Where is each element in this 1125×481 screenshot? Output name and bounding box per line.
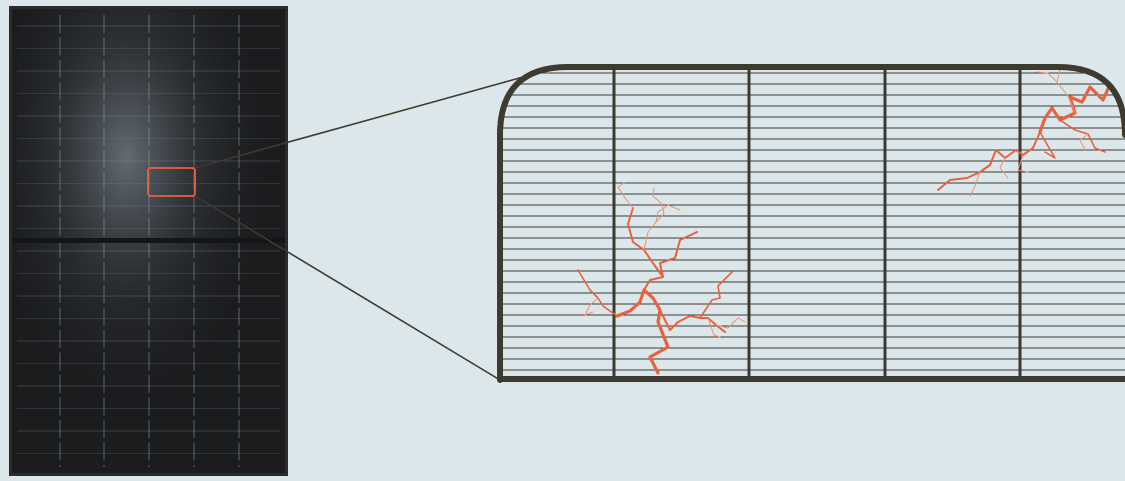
solar-panel [9, 6, 288, 476]
panel-center-gap [12, 238, 285, 243]
magnified-cell-view [500, 60, 1125, 390]
magnified-background [500, 60, 1125, 390]
